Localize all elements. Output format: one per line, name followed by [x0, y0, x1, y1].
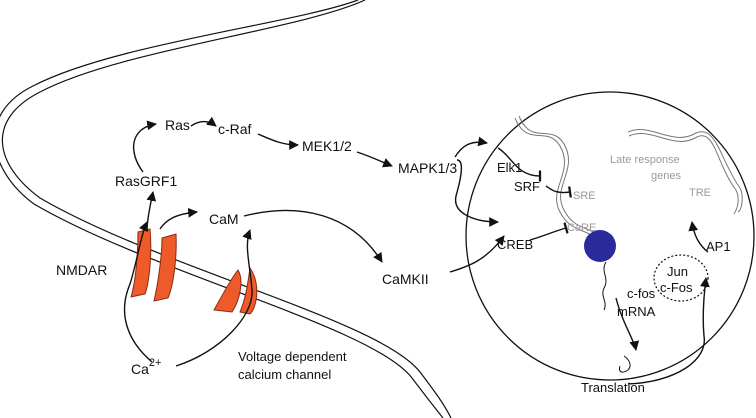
late-genes-label-line1: Late response — [610, 154, 680, 166]
arrow-ca-nmdar — [123, 221, 153, 363]
nucleus — [465, 91, 755, 381]
sre-label: SRE — [573, 190, 596, 202]
nmdar-label: NMDAR — [56, 262, 107, 278]
calcium-label: Ca2+ — [131, 357, 161, 377]
arrow-cam-camkii — [243, 209, 383, 263]
calcium-superscript: 2+ — [149, 357, 162, 369]
cam-label: CaM — [209, 211, 239, 227]
dna-strand-late — [627, 129, 743, 215]
arrow-rasgrf1-ras — [132, 120, 157, 173]
arrow-cfos-translation — [615, 297, 640, 351]
late-genes-label-line2: genes — [651, 170, 681, 182]
mrna-squiggle — [602, 261, 631, 373]
arrow-ras-craf — [190, 116, 217, 127]
mapk-label: MAPK1/3 — [398, 160, 457, 176]
arrow-mek-mapk — [356, 151, 393, 168]
nmdar-channel — [130, 228, 177, 302]
arrow-camkii-creb — [449, 235, 505, 273]
arrow-craf-mek — [257, 133, 299, 150]
cfos-protein-label: c-Fos — [660, 280, 693, 295]
arrow-nmdar-rasgrf1 — [146, 191, 157, 229]
elk1-label: Elk1 — [497, 160, 522, 175]
camkii-label: CaMKII — [382, 271, 429, 287]
tre-label: TRE — [689, 187, 711, 199]
arrow-mapk-creb — [454, 159, 499, 227]
cfos-mrna-label-line2: mRNA — [617, 304, 656, 319]
arrow-ca-vdcc-cam — [175, 229, 253, 367]
craf-label: c-Raf — [218, 121, 252, 137]
cell-membrane — [0, 0, 452, 418]
jun-label: Jun — [667, 264, 688, 279]
ras-label: Ras — [165, 117, 190, 133]
arrow-ca-cam — [159, 207, 198, 230]
binding-lines — [497, 147, 572, 241]
creb-label: CREB — [497, 237, 533, 252]
jun-cfos-complex — [653, 254, 709, 302]
translation-label: Translation — [581, 380, 645, 395]
care-label: CaRE — [567, 222, 596, 234]
nucleolus — [584, 230, 616, 262]
arrow-ap1-tre — [688, 221, 709, 253]
voltage-dependent-channel — [213, 266, 258, 315]
arrow-mapk-elk1 — [454, 136, 488, 158]
dna-strand-early — [514, 115, 609, 249]
mek-label: MEK1/2 — [302, 138, 352, 154]
ap1-label: AP1 — [706, 239, 731, 254]
arrow-translation-cfos — [627, 277, 710, 385]
pathway-arrows — [123, 116, 710, 385]
srf-label: SRF — [514, 179, 540, 194]
vdcc-label-line2: calcium channel — [238, 367, 331, 382]
rasgrf1-label: RasGRF1 — [115, 173, 177, 189]
cfos-mrna-label-line1: c-fos — [627, 286, 656, 301]
vdcc-label-line1: Voltage dependent — [238, 349, 347, 364]
